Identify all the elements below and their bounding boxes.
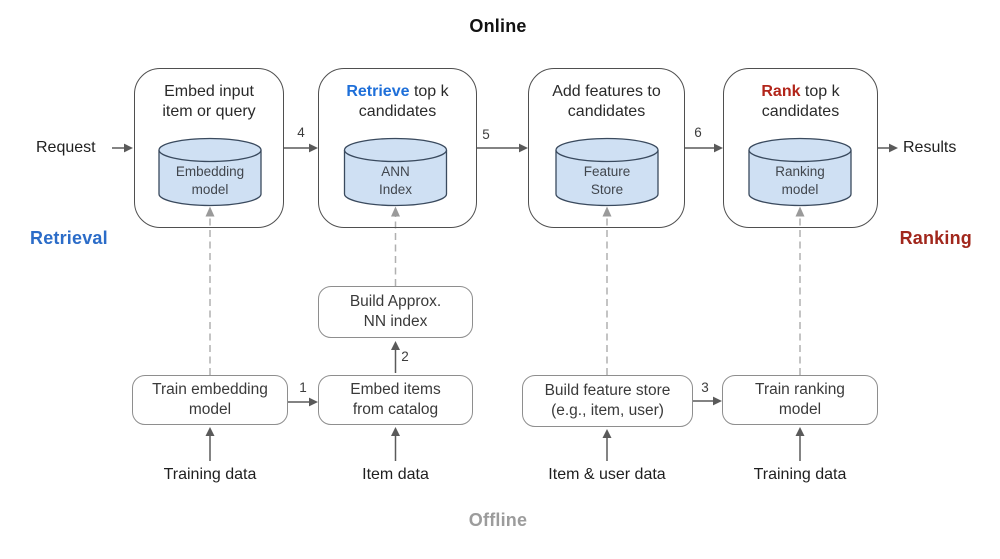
step-4-label: 4 <box>297 125 305 140</box>
ann-index-db-label: ANN Index <box>341 163 451 199</box>
box3-line2: candidates <box>567 103 646 120</box>
dashed-arrowheads <box>205 206 805 217</box>
dashed-arrowhead-3 <box>602 206 612 217</box>
db4-line1: Ranking <box>775 164 825 179</box>
retrieve-highlight: Retrieve <box>346 83 410 100</box>
box-embed-items-catalog: Embed items from catalog <box>318 375 473 425</box>
request-label: Request <box>36 139 96 156</box>
step-2-label: 2 <box>401 349 409 364</box>
build-feature-line1: Build feature store <box>544 382 671 399</box>
arrowhead-step-6 <box>714 143 723 153</box>
box-train-embedding-model: Train embedding model <box>132 375 288 425</box>
arrowhead-item-user <box>602 429 612 438</box>
arrowhead-step-3 <box>713 396 722 406</box>
box-build-ann-index-text: Build Approx. NN index <box>350 292 441 332</box>
box-train-ranking-text: Train ranking model <box>755 380 845 420</box>
rank-highlight: Rank <box>761 83 801 100</box>
box-retrieve-candidates: Retrieve top k candidates <box>318 68 477 228</box>
box2-line2: candidates <box>358 103 437 120</box>
ranking-model-db-icon <box>748 150 852 207</box>
train-embed-line2: model <box>188 401 232 418</box>
step-1-label: 1 <box>299 380 307 395</box>
box-train-embedding-text: Train embedding model <box>152 380 268 420</box>
dashed-connectors <box>209 216 801 375</box>
train-embed-line1: Train embedding <box>152 381 268 398</box>
build-ann-line2: NN index <box>363 313 428 330</box>
box-embed-input-title: Embed input item or query <box>135 82 283 122</box>
arrowhead-training-right <box>795 427 805 436</box>
db1-line2: model <box>191 182 229 197</box>
db2-line1: ANN <box>381 164 410 179</box>
feature-store-db-icon <box>555 150 659 207</box>
arrowhead-step-5 <box>519 143 528 153</box>
dashed-arrowhead-1 <box>205 206 215 217</box>
db2-line2: Index <box>378 182 413 197</box>
box-embed-input: Embed input item or query <box>134 68 284 228</box>
results-label: Results <box>903 139 957 156</box>
feature-store-db-top <box>555 137 659 163</box>
arrowhead-item-data <box>391 427 400 436</box>
step-5-label: 5 <box>482 127 490 142</box>
db3-line1: Feature <box>583 164 631 179</box>
feature-store-db-label: Feature Store <box>552 163 662 199</box>
flow-arrowheads <box>124 143 898 438</box>
ranking-model-db-top <box>748 137 852 163</box>
box4-line2: candidates <box>761 103 840 120</box>
step-6-label: 6 <box>694 125 702 140</box>
box-build-ann-index: Build Approx. NN index <box>318 286 473 338</box>
arrowhead-step-4 <box>309 143 318 153</box>
arrowhead-step-1 <box>309 397 318 407</box>
embedding-model-db-icon <box>158 150 262 207</box>
training-data-right-label: Training data <box>753 466 847 483</box>
train-rank-line2: model <box>778 401 822 418</box>
flow-arrows <box>112 147 890 461</box>
box-rank-candidates: Rank top k candidates <box>723 68 878 228</box>
ranking-label: Ranking <box>899 228 972 248</box>
box3-line1: Add features to <box>552 83 661 100</box>
arrowhead-training-left <box>205 427 215 436</box>
build-feature-line2: (e.g., item, user) <box>551 402 664 419</box>
box-rank-title: Rank top k candidates <box>724 82 877 122</box>
build-ann-line1: Build Approx. <box>349 293 442 310</box>
item-user-data-label: Item & user data <box>548 466 666 483</box>
box-train-ranking-model: Train ranking model <box>722 375 878 425</box>
offline-label: Offline <box>468 510 528 530</box>
db1-line1: Embedding <box>175 164 245 179</box>
ann-index-db-top <box>343 137 448 163</box>
retrieval-label: Retrieval <box>30 228 108 248</box>
embedding-model-db-top <box>158 137 262 163</box>
dashed-arrowhead-2 <box>391 206 400 217</box>
box-add-features-title: Add features to candidates <box>529 82 684 122</box>
item-data-label: Item data <box>362 466 429 483</box>
db4-line2: model <box>781 182 819 197</box>
step-3-label: 3 <box>701 380 709 395</box>
box1-line2: item or query <box>162 103 256 120</box>
embed-items-line2: from catalog <box>352 401 439 418</box>
ranking-model-db-label: Ranking model <box>745 163 855 199</box>
box-retrieve-title: Retrieve top k candidates <box>319 82 476 122</box>
box-embed-items-text: Embed items from catalog <box>350 380 440 420</box>
box-add-features: Add features to candidates <box>528 68 685 228</box>
ann-index-db-icon <box>343 150 448 207</box>
dashed-arrowhead-4 <box>795 206 805 217</box>
online-label: Online <box>469 16 527 36</box>
box2-line1: top k <box>409 83 449 100</box>
embedding-model-db-label: Embedding model <box>155 163 265 199</box>
box4-line1: top k <box>800 83 840 100</box>
box1-line1: Embed input <box>164 83 254 100</box>
arrowhead-request <box>124 143 133 153</box>
db-cylinders <box>158 137 852 207</box>
db3-line2: Store <box>590 182 624 197</box>
arrowhead-results <box>889 143 898 153</box>
train-rank-line1: Train ranking <box>755 381 845 398</box>
arrowhead-step-2 <box>391 341 400 350</box>
box-build-feature-store: Build feature store (e.g., item, user) <box>522 375 693 427</box>
embed-items-line1: Embed items <box>350 381 441 398</box>
box-build-feature-text: Build feature store (e.g., item, user) <box>545 381 671 421</box>
training-data-left-label: Training data <box>163 466 257 483</box>
